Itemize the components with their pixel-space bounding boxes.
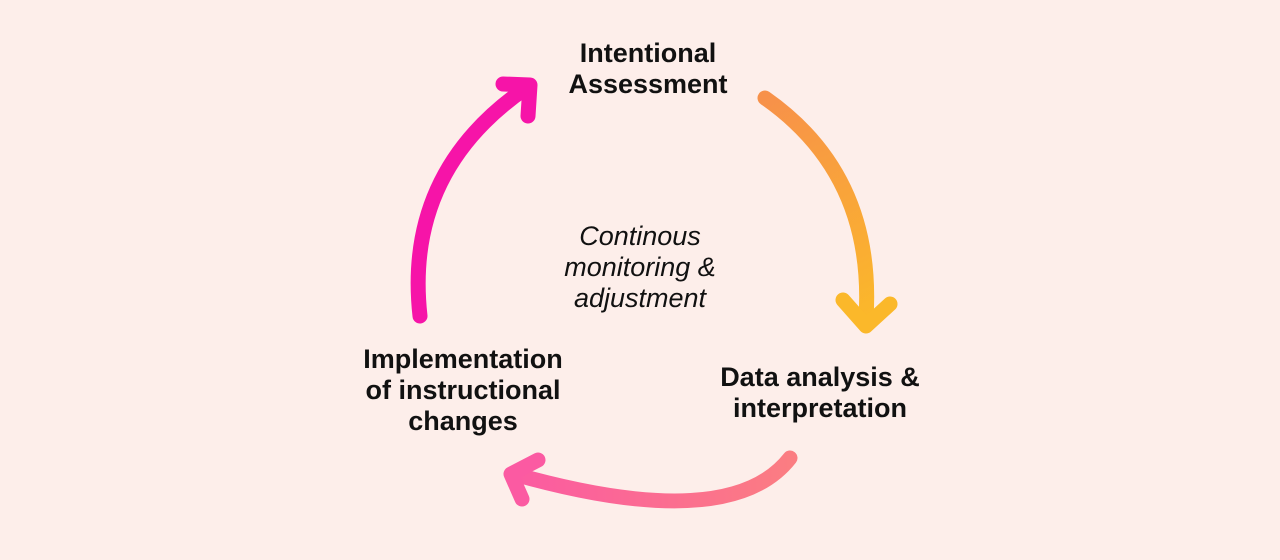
center-caption-line-1: Continous xyxy=(579,221,701,251)
arrow-right-head xyxy=(835,292,898,334)
center-caption: Continous monitoring & adjustment xyxy=(530,221,750,314)
arrow-bottom-head xyxy=(503,452,546,507)
arrow-bottom-shaft xyxy=(506,450,798,509)
node-data-analysis: Data analysis & interpretation xyxy=(690,362,950,424)
node-intentional-assessment: Intentional Assessment xyxy=(548,38,748,100)
arrow-implementation-to-assessment xyxy=(410,76,538,324)
arrow-right-shaft xyxy=(757,90,875,326)
center-caption-line-3: adjustment xyxy=(573,283,707,313)
node-assessment-line-2: Assessment xyxy=(568,69,728,99)
node-implementation: Implementation of instructional changes xyxy=(333,344,593,437)
node-assessment-line-1: Intentional xyxy=(579,38,717,68)
center-caption-line-2: monitoring & xyxy=(564,252,716,282)
arrow-assessment-to-analysis xyxy=(757,90,898,334)
node-analysis-line-1: Data analysis & xyxy=(720,362,920,392)
arrow-left-head xyxy=(495,76,538,124)
node-analysis-line-2: interpretation xyxy=(732,393,907,423)
arrow-left-shaft xyxy=(410,80,534,324)
node-implementation-line-3: changes xyxy=(408,406,518,436)
node-implementation-line-1: Implementation xyxy=(363,344,563,374)
arrow-analysis-to-implementation xyxy=(503,450,798,509)
node-implementation-line-2: of instructional xyxy=(365,375,561,405)
